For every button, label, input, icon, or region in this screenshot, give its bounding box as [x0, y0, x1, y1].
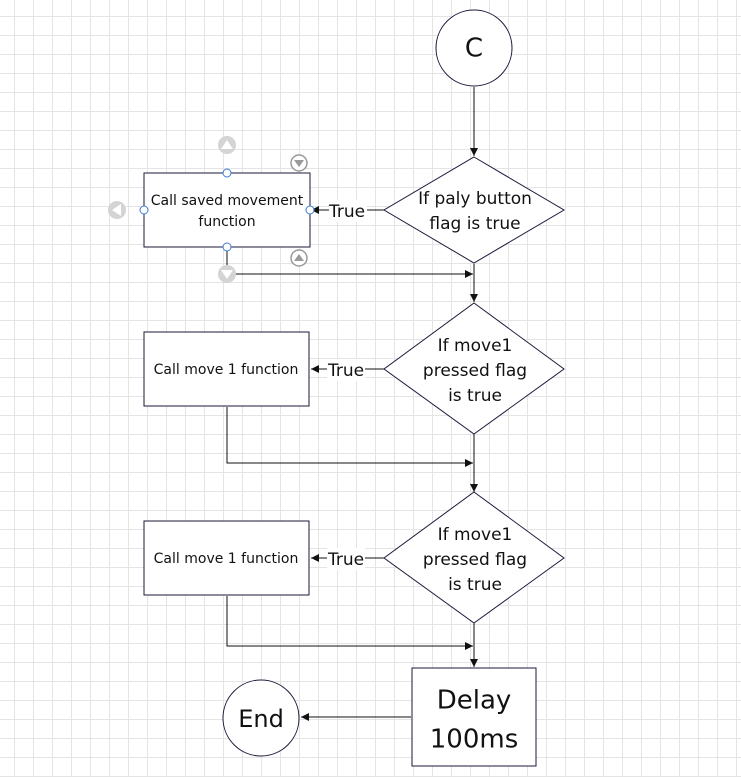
terminal-label: End: [238, 705, 284, 733]
decision-move1-pressed-a[interactable]: If move1 pressed flag is true: [383, 302, 565, 435]
decision-text-line: pressed flag: [423, 361, 527, 381]
process-delay[interactable]: Delay 100ms: [411, 667, 537, 767]
resize-handle-top[interactable]: [222, 168, 232, 178]
grip-add-down-icon[interactable]: [218, 265, 236, 283]
decision-move1-pressed-b[interactable]: If move1 pressed flag is true: [383, 491, 565, 624]
process-text: Call move 1 function: [154, 362, 299, 378]
edge-label-true: True: [328, 202, 365, 222]
decision-play-button[interactable]: If paly button flag is true: [383, 156, 565, 264]
process-call-move1-a[interactable]: Call move 1 function: [143, 331, 310, 407]
grip-add-up-icon[interactable]: [218, 136, 236, 154]
decision-text-line: If move1: [438, 525, 513, 545]
edge-saved-return[interactable]: [226, 247, 473, 278]
decision-text-line: flag is true: [429, 214, 520, 234]
edge-label-true: True: [327, 361, 364, 381]
edge-label-bg: [327, 548, 365, 570]
resize-handle-left[interactable]: [139, 205, 149, 215]
rotate-down-icon[interactable]: [290, 154, 308, 172]
decision-text-line: If move1: [438, 336, 513, 356]
end-terminal[interactable]: End: [222, 679, 300, 757]
start-connector[interactable]: C: [435, 9, 513, 87]
process-call-saved-movement[interactable]: Call saved movement function: [143, 172, 311, 248]
process-text-line: function: [198, 214, 255, 230]
decision-text-line: is true: [448, 575, 502, 595]
decision-text-line: is true: [448, 386, 502, 406]
process-text-line: Call saved movement: [151, 193, 304, 209]
decision-text-line: pressed flag: [423, 550, 527, 570]
edge-label-true: True: [327, 550, 364, 570]
connector-label: C: [465, 34, 483, 64]
edge-label-bg: [327, 359, 365, 381]
process-text-line: Delay: [437, 686, 512, 716]
decision-text-line: If paly button: [418, 189, 532, 209]
selection-handles: [139, 168, 315, 252]
grip-add-left-icon[interactable]: [108, 201, 126, 219]
process-text: Call move 1 function: [154, 551, 299, 567]
rotate-up-icon[interactable]: [290, 249, 308, 267]
process-text-line: 100ms: [430, 725, 519, 755]
resize-handle-bottom[interactable]: [222, 242, 232, 252]
edge-label-bg: [329, 200, 367, 222]
edge-move1b-return[interactable]: [226, 596, 473, 650]
edge-move1a-return[interactable]: [226, 407, 473, 467]
resize-handle-right[interactable]: [305, 205, 315, 215]
process-call-move1-b[interactable]: Call move 1 function: [143, 520, 310, 596]
